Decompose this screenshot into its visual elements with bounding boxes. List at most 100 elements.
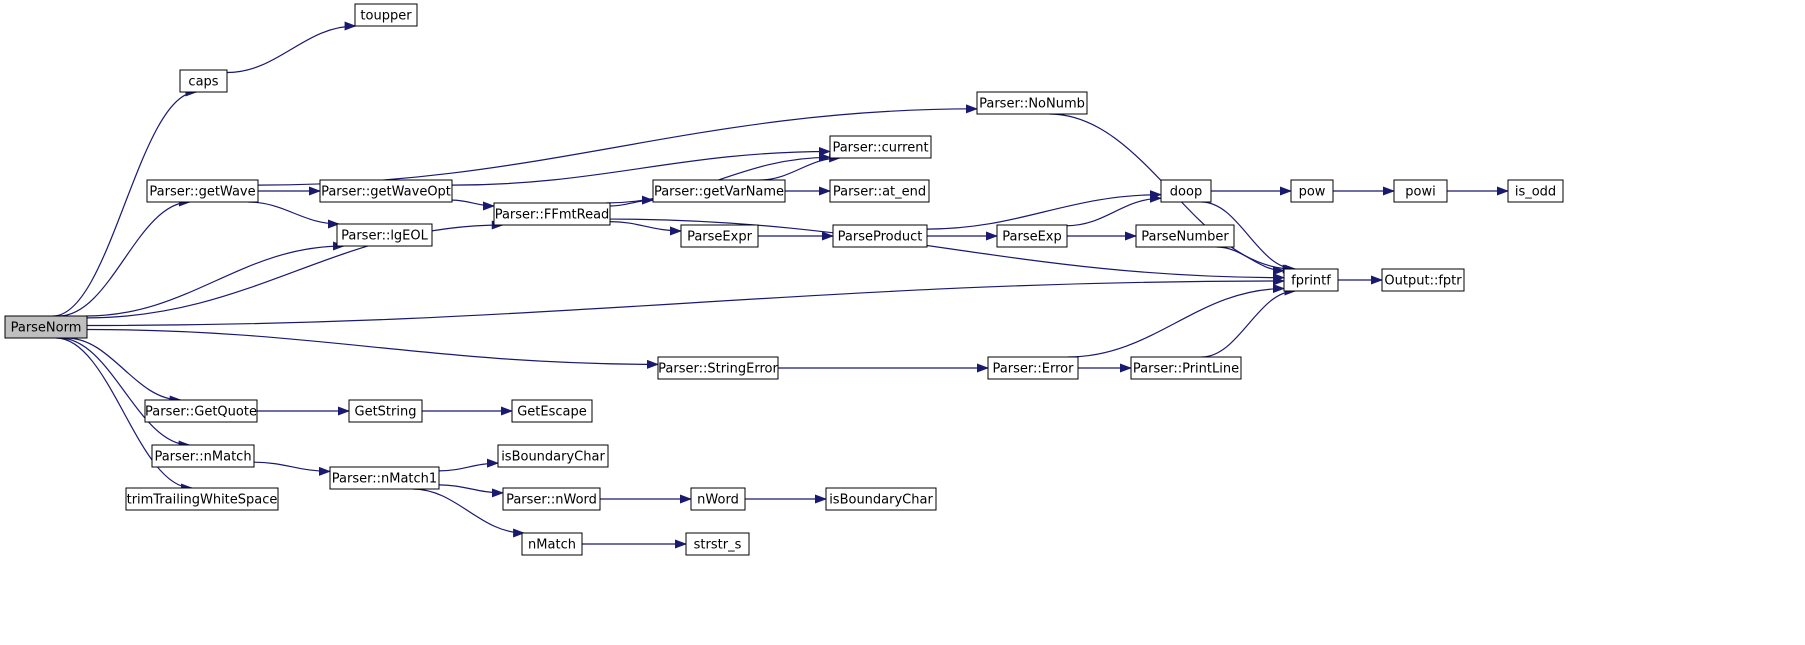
- edge-ParseNorm-to-nMatchP: [59, 337, 191, 450]
- edge-ParseNorm-to-fprintf: [86, 276, 1285, 327]
- node-box: [685, 532, 750, 556]
- node-box: [354, 3, 418, 27]
- node-FFmtRead[interactable]: Parser::FFmtRead: [493, 202, 611, 226]
- node-label: ParseProduct: [838, 230, 923, 245]
- node-NoNumb[interactable]: Parser::NoNumb: [976, 91, 1088, 115]
- node-label: Parser::getWaveOpt: [321, 185, 451, 200]
- node-label: Parser::PrintLine: [1133, 362, 1239, 377]
- node-at_end[interactable]: Parser::at_end: [829, 179, 930, 203]
- node-StringError[interactable]: Parser::StringError: [657, 356, 779, 380]
- node-box: [996, 224, 1068, 248]
- node-label: powi: [1405, 185, 1435, 200]
- node-label: Parser::at_end: [833, 185, 926, 200]
- node-box: [319, 179, 453, 203]
- node-label: nWord: [697, 493, 739, 508]
- node-label: fprintf: [1291, 274, 1331, 289]
- edge-ParseExp-to-doop: [1066, 193, 1162, 227]
- node-GetString[interactable]: GetString: [348, 399, 423, 423]
- edge-FFmtRead-to-getVarName: [609, 195, 654, 207]
- node-label: ParseNorm: [11, 321, 82, 336]
- node-powi[interactable]: powi: [1393, 179, 1448, 203]
- node-label: Parser::StringError: [658, 362, 778, 377]
- node-ParseNorm[interactable]: ParseNorm: [4, 315, 88, 339]
- node-isBoundaryChar2[interactable]: isBoundaryChar: [825, 487, 937, 511]
- node-label: ParseExpr: [687, 230, 752, 245]
- node-current[interactable]: Parser::current: [829, 135, 932, 159]
- node-ParseExp[interactable]: ParseExp: [996, 224, 1068, 248]
- node-box: [497, 444, 609, 468]
- node-label: strstr_s: [694, 538, 742, 553]
- node-Error[interactable]: Parser::Error: [987, 356, 1079, 380]
- node-label: Parser::getVarName: [654, 185, 784, 200]
- edge-getWave-to-lgEOL: [247, 201, 340, 229]
- edge-ParseNorm-to-trimTrailingWhiteSpace: [55, 337, 194, 493]
- node-box: [511, 399, 593, 423]
- node-nMatch1[interactable]: Parser::nMatch1: [329, 466, 440, 490]
- node-box: [146, 179, 259, 203]
- node-nMatch[interactable]: nMatch: [521, 532, 583, 556]
- node-label: Parser::lgEOL: [341, 229, 429, 244]
- edge-caps-to-toupper: [226, 21, 357, 74]
- node-box: [125, 487, 279, 511]
- edge-nMatchP-to-nMatch1: [253, 461, 331, 476]
- node-toupper[interactable]: toupper: [354, 3, 418, 27]
- node-getVarName[interactable]: Parser::getVarName: [652, 179, 786, 203]
- node-ParseExpr[interactable]: ParseExpr: [680, 224, 759, 248]
- node-label: is_odd: [1515, 185, 1556, 200]
- node-getWave[interactable]: Parser::getWave: [146, 179, 259, 203]
- node-box: [493, 202, 611, 226]
- edge-ParseNorm-to-caps: [53, 87, 198, 317]
- node-caps[interactable]: caps: [179, 69, 228, 93]
- node-GetEscape[interactable]: GetEscape: [511, 399, 593, 423]
- node-fptr[interactable]: Output::fptr: [1381, 268, 1465, 292]
- node-box: [829, 179, 930, 203]
- node-box: [829, 135, 932, 159]
- node-nWord[interactable]: nWord: [690, 487, 746, 511]
- node-box: [976, 91, 1088, 115]
- edge-getWaveOpt-to-current: [451, 146, 831, 186]
- edge-getWaveOpt-to-FFmtRead: [451, 199, 495, 211]
- node-label: ParseNumber: [1141, 230, 1229, 245]
- edge-ParseNumber-to-fprintf: [1216, 246, 1285, 276]
- node-GetQuote[interactable]: Parser::GetQuote: [144, 399, 258, 423]
- edge-ParseNorm-to-getWave: [58, 197, 191, 317]
- edge-Error-to-fprintf: [1067, 284, 1285, 358]
- node-ParseNumber[interactable]: ParseNumber: [1135, 224, 1235, 248]
- node-label: GetEscape: [517, 405, 587, 420]
- node-label: Parser::NoNumb: [979, 97, 1085, 112]
- node-strstr_s[interactable]: strstr_s: [685, 532, 750, 556]
- node-box: [502, 487, 601, 511]
- node-box: [832, 224, 928, 248]
- edge-nMatch1-to-nMatch: [412, 488, 526, 538]
- node-label: Output::fptr: [1384, 274, 1462, 289]
- node-doop[interactable]: doop: [1160, 179, 1212, 203]
- node-box: [987, 356, 1079, 380]
- node-box: [179, 69, 228, 93]
- edge-ParseNorm-to-FFmtRead: [86, 220, 504, 319]
- edge-nMatch1-to-nWordP: [438, 484, 504, 498]
- node-pow[interactable]: pow: [1290, 179, 1334, 203]
- node-fprintf[interactable]: fprintf: [1283, 268, 1339, 292]
- node-box: [1135, 224, 1235, 248]
- edge-ParseProduct-to-doop: [926, 190, 1162, 230]
- node-label: ParseExp: [1002, 230, 1062, 245]
- node-nWordP[interactable]: Parser::nWord: [502, 487, 601, 511]
- node-label: Parser::FFmtRead: [495, 208, 610, 223]
- edge-FFmtRead-to-ParseExpr: [609, 221, 682, 236]
- node-ParseProduct[interactable]: ParseProduct: [832, 224, 928, 248]
- node-label: Parser::current: [832, 141, 928, 156]
- node-getWaveOpt[interactable]: Parser::getWaveOpt: [319, 179, 453, 203]
- node-box: [825, 487, 937, 511]
- node-label: caps: [188, 75, 218, 90]
- edge-ParseNorm-to-lgEOL: [86, 241, 346, 317]
- node-PrintLine[interactable]: Parser::PrintLine: [1130, 356, 1242, 380]
- node-nMatchP[interactable]: Parser::nMatch: [151, 444, 255, 468]
- node-is_odd[interactable]: is_odd: [1507, 179, 1564, 203]
- node-trimTrailingWhiteSpace[interactable]: trimTrailingWhiteSpace: [125, 487, 279, 511]
- node-lgEOL[interactable]: Parser::lgEOL: [336, 223, 433, 247]
- node-isBoundaryChar1[interactable]: isBoundaryChar: [497, 444, 609, 468]
- edge-ParseNorm-to-StringError: [86, 328, 659, 369]
- node-box: [151, 444, 255, 468]
